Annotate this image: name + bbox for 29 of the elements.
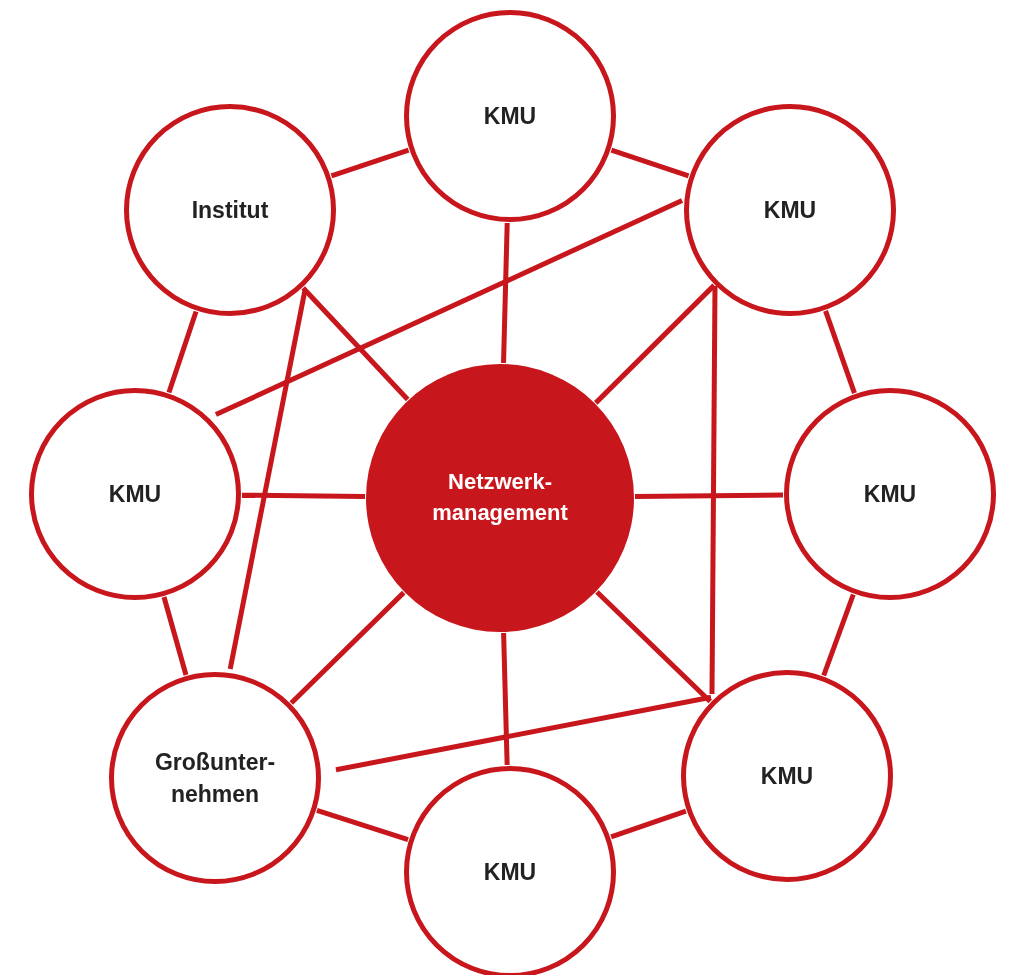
connector-line [161, 596, 189, 676]
connector-line [594, 283, 716, 405]
node-label: Großunter-nehmen [153, 747, 277, 809]
node-label: KMU [107, 479, 163, 509]
connector-line [501, 222, 510, 364]
node-label: KMU [482, 857, 538, 887]
node-label: KMU [862, 479, 918, 509]
node-label: KMU [759, 761, 815, 791]
connector-line [214, 198, 684, 417]
connector-line [501, 632, 510, 766]
node-label: KMU [482, 101, 538, 131]
connector-line [301, 286, 410, 402]
connector-line [166, 310, 199, 394]
connector-line [330, 147, 410, 179]
connector-line [316, 808, 409, 842]
connector-line [289, 590, 406, 705]
node-label: KMU [762, 195, 818, 225]
connector-line [595, 590, 712, 704]
connector-line [821, 593, 856, 677]
node-label: Institut [190, 195, 270, 225]
connector-line [823, 310, 857, 394]
connector-line [709, 286, 718, 694]
connector-line [227, 290, 308, 670]
connector-line [634, 492, 784, 500]
connector-line [241, 492, 366, 499]
node-label: Netzwerk-management [431, 468, 569, 527]
connector-line [335, 694, 712, 773]
connector-line [610, 147, 690, 179]
connector-line [610, 808, 687, 840]
